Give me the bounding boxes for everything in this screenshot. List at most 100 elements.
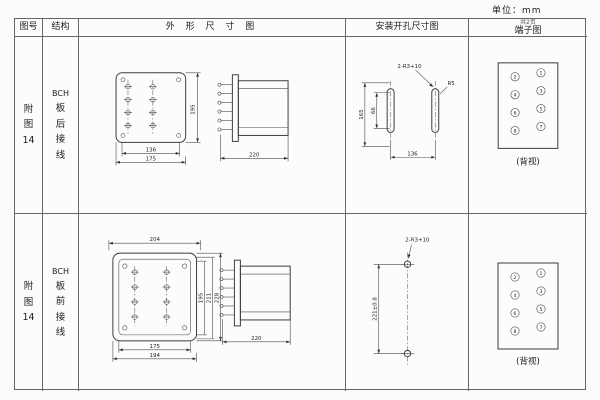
mounting-slots (386, 80, 440, 141)
row2-figure-cell: 附 图 14 (15, 214, 43, 391)
structure-char: BCH (52, 266, 69, 276)
terminal-number: 4 (514, 293, 517, 299)
side-view (217, 74, 289, 142)
front-view (115, 72, 187, 143)
terminal-number: 2 (514, 275, 517, 281)
structure-char: 板 (55, 103, 66, 114)
header-figure: 图号 (15, 19, 43, 37)
slot-note-label: 2-R3+10 (397, 64, 422, 70)
header-structure: 结构 (43, 19, 79, 37)
dim-label: 175 (146, 156, 156, 162)
structure-char: BCH (52, 89, 69, 98)
header-page-note: 共2页 (520, 19, 536, 26)
dim-label: 194 (149, 353, 160, 359)
figure-char: 图 (23, 119, 34, 131)
dim-label: 195 (199, 293, 205, 303)
spec-table: 图号 结构 外 形 尺 寸 图 安装开孔尺寸图 共2页 端子图 附 图 14 B… (14, 18, 587, 391)
header-terminal: 共2页 端子图 (469, 19, 587, 37)
terminal-diagram-rear-wiring: 1 3 5 7 2 4 6 8 (背视) (497, 62, 559, 166)
dims-side: 220 (222, 318, 291, 345)
view-caption: (背视) (516, 356, 540, 367)
install-drawing-rear-wiring: 2-R3+10 R5 165 66 136 (359, 64, 455, 161)
terminal-numbers: 1 3 5 7 2 4 6 8 (514, 71, 543, 135)
dim-label: 136 (146, 147, 157, 153)
terminal-numbers: 1 3 5 7 2 4 6 8 (514, 271, 543, 335)
outline-drawing-front-wiring: 204 195 211 228 175 (108, 237, 291, 362)
terminal-number: 1 (539, 71, 542, 77)
terminal-number: 5 (540, 307, 543, 313)
row2-terminal-cell: 1 3 5 7 2 4 6 8 (背视) (469, 214, 587, 391)
structure-char: 前 (55, 296, 66, 307)
row1-figure-cell: 附 图 14 (15, 37, 43, 214)
dims-front: 204 195 211 228 175 (108, 237, 223, 362)
header-outline-label: 外 形 尺 寸 图 (165, 22, 259, 32)
terminal-number: 8 (514, 128, 517, 134)
structure-char: 线 (55, 149, 66, 161)
row2-figure: 附 图 14 (22, 282, 34, 323)
dim-label: 195 (191, 104, 197, 114)
outline-drawing-rear-wiring: 195 136 175 (115, 72, 289, 166)
terminal-number: 7 (539, 124, 542, 130)
install-dims: 165 66 136 (359, 82, 436, 161)
mounting-holes (400, 252, 415, 366)
dim-label: 220 (249, 152, 260, 158)
terminal-box (497, 62, 559, 149)
header-outline: 外 形 尺 寸 图 (79, 19, 346, 37)
install-labels: 2-R3+10 R5 (397, 64, 455, 94)
terminal-number: 5 (539, 106, 542, 112)
header-structure-label: 结构 (51, 22, 70, 32)
figure-char: 14 (22, 312, 35, 324)
terminal-circles (510, 268, 546, 336)
row1-install-cell: 2-R3+10 R5 165 66 136 (346, 37, 469, 214)
structure-char: 线 (55, 327, 66, 338)
terminal-number: 3 (540, 289, 543, 295)
terminal-diagram-front-wiring: 1 3 5 7 2 4 6 8 (背视) (497, 262, 559, 367)
row2-structure: BCH 板 前 接 线 (52, 266, 69, 338)
dim-label: 221±0.8 (373, 297, 379, 321)
terminal-number: 6 (514, 110, 517, 116)
terminal-number: 4 (514, 92, 517, 98)
dim-label: 175 (149, 344, 159, 350)
row1-terminal-cell: 1 3 5 7 2 4 6 8 (背视) (469, 37, 587, 214)
terminal-number: 6 (514, 311, 517, 317)
terminal-number: 3 (539, 88, 542, 94)
terminal-number: 2 (514, 75, 517, 81)
dim-label: 204 (149, 237, 160, 243)
unit-label: 单位：mm (492, 6, 542, 16)
view-caption: (背视) (516, 156, 539, 166)
row1-figure: 附 图 14 (22, 105, 34, 146)
dim-label: 211 (207, 293, 213, 303)
row2-install-cell: 2-R3+10 221±0.8 (346, 214, 469, 391)
row1-structure-cell: BCH 板 后 接 线 (43, 37, 79, 214)
terminal-number: 8 (514, 329, 517, 335)
row2-outline-cell: 204 195 211 228 175 (79, 214, 346, 391)
row2-structure-cell: BCH 板 前 接 线 (43, 214, 79, 391)
dim-label: 165 (359, 109, 365, 119)
structure-char: 后 (55, 118, 66, 130)
row1-structure: BCH 板 后 接 线 (52, 90, 69, 160)
figure-char: 图 (23, 296, 34, 308)
dim-label: 228 (214, 292, 220, 303)
dim-label: 220 (251, 336, 262, 342)
terminal-box (497, 262, 559, 350)
radius-label: R5 (448, 81, 455, 87)
terminal-number: 1 (540, 271, 543, 277)
terminal-circles (510, 68, 546, 135)
header-install-label: 安装开孔尺寸图 (375, 22, 439, 32)
terminal-number: 7 (540, 325, 543, 331)
structure-char: 接 (55, 134, 66, 145)
slot-note-label: 2-R3+10 (405, 238, 430, 244)
row1-outline-cell: 195 136 175 (79, 37, 346, 214)
dim-label: 66 (371, 107, 377, 114)
install-drawing-front-wiring: 2-R3+10 221±0.8 (373, 238, 430, 366)
header-install: 安装开孔尺寸图 (346, 19, 469, 37)
front-view (112, 252, 198, 342)
header-terminal-label: 端子图 (514, 25, 542, 36)
install-labels: 2-R3+10 (405, 238, 430, 259)
figure-char: 14 (22, 134, 35, 146)
figure-char: 附 (23, 281, 34, 293)
side-view (219, 259, 291, 327)
structure-char: 板 (55, 280, 66, 292)
figure-char: 附 (23, 103, 34, 115)
